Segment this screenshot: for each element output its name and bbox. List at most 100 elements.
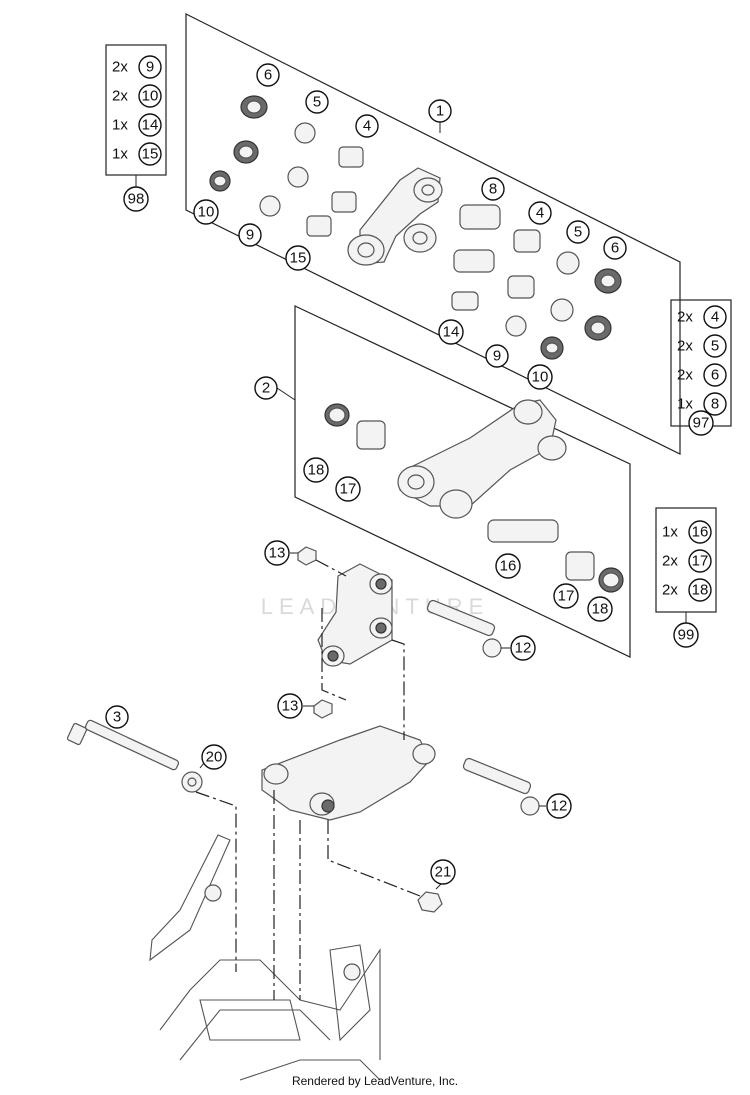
kit-qty: 2x bbox=[112, 59, 128, 76]
kit-number-circle bbox=[673, 622, 699, 648]
kit-1-panel bbox=[185, 13, 681, 455]
nut-13-upper bbox=[297, 546, 317, 566]
callout-9-left: 9 bbox=[238, 223, 262, 247]
kit-qty: 2x bbox=[662, 582, 678, 599]
footer-credit: Rendered by LeadVenture, Inc. bbox=[291, 1074, 459, 1088]
kit-part-circle bbox=[688, 578, 712, 602]
callout-15: 15 bbox=[285, 245, 311, 271]
kit-part-number: 15 bbox=[142, 146, 159, 163]
seal-18-left bbox=[324, 403, 350, 427]
kit-part-circle bbox=[138, 55, 162, 79]
svg-text:21: 21 bbox=[435, 864, 452, 881]
linkage-lever-assembled bbox=[317, 563, 393, 667]
kit-qty: 2x bbox=[677, 338, 693, 355]
kit-qty: 2x bbox=[112, 88, 128, 105]
seal-6-right-group bbox=[540, 268, 622, 360]
kit-part-circle bbox=[703, 334, 727, 358]
svg-text:4: 4 bbox=[536, 205, 544, 222]
svg-text:14: 14 bbox=[443, 324, 460, 341]
callout-20: 20 bbox=[201, 744, 227, 770]
kit-part-circle bbox=[138, 113, 162, 137]
seal-18-right bbox=[598, 567, 624, 593]
kit-part-number: 17 bbox=[692, 553, 709, 570]
callout-17-right: 17 bbox=[553, 583, 579, 609]
kit-part-circle bbox=[703, 363, 727, 387]
kit-part-number: 4 bbox=[711, 309, 719, 326]
bushing-17-right bbox=[565, 551, 595, 581]
svg-text:6: 6 bbox=[611, 240, 619, 257]
callout-1: 1 bbox=[428, 99, 452, 133]
callout-5-top: 5 bbox=[305, 90, 329, 114]
svg-text:5: 5 bbox=[574, 224, 582, 241]
callout-12-lower: 12 bbox=[546, 793, 572, 819]
callout-6-right: 6 bbox=[603, 236, 627, 260]
callout-5-right: 5 bbox=[566, 220, 590, 244]
svg-text:18: 18 bbox=[308, 462, 325, 479]
callout-2: 2 bbox=[254, 376, 296, 401]
svg-text:8: 8 bbox=[489, 181, 497, 198]
kit-part-number: 6 bbox=[711, 367, 719, 384]
svg-text:16: 16 bbox=[500, 558, 517, 575]
kit-97-list: 2x 4 2x 5 2x 6 1x 897 bbox=[677, 305, 727, 436]
svg-text:17: 17 bbox=[340, 481, 357, 498]
washer-20 bbox=[181, 771, 203, 793]
kit-part-number: 16 bbox=[692, 524, 709, 541]
svg-text:9: 9 bbox=[246, 227, 254, 244]
sleeve-16 bbox=[487, 519, 559, 543]
svg-text:18: 18 bbox=[592, 601, 609, 618]
frame-swingarm bbox=[149, 834, 381, 1081]
svg-text:10: 10 bbox=[532, 369, 549, 386]
nut-13-lower bbox=[313, 699, 333, 719]
nut-21 bbox=[417, 891, 443, 913]
svg-text:10: 10 bbox=[198, 204, 215, 221]
seal-6-left-group bbox=[209, 95, 268, 192]
svg-text:6: 6 bbox=[264, 67, 272, 84]
kit-qty: 1x bbox=[662, 524, 678, 541]
link-rod-kit-2 bbox=[397, 399, 567, 519]
bushings-left-group bbox=[306, 146, 364, 237]
bolt-12-lower bbox=[462, 757, 540, 816]
callout-14: 14 bbox=[438, 319, 464, 345]
washers-left-group bbox=[259, 122, 316, 217]
kit-qty: 2x bbox=[677, 309, 693, 326]
callout-6-top: 6 bbox=[256, 63, 280, 87]
bushing-17-left bbox=[356, 420, 386, 450]
callout-18-right: 18 bbox=[587, 596, 613, 622]
kit-number: 97 bbox=[693, 415, 710, 432]
svg-text:17: 17 bbox=[558, 588, 575, 605]
kit-qty: 1x bbox=[112, 146, 128, 163]
kit-part-circle bbox=[138, 142, 162, 166]
kit-qty: 2x bbox=[677, 367, 693, 384]
svg-text:1: 1 bbox=[436, 103, 444, 120]
svg-text:15: 15 bbox=[290, 250, 307, 267]
svg-text:13: 13 bbox=[282, 698, 299, 715]
callout-4-right: 4 bbox=[528, 201, 552, 225]
svg-text:20: 20 bbox=[206, 749, 223, 766]
kit-part-circle bbox=[703, 305, 727, 329]
bolt-3 bbox=[66, 719, 180, 771]
kit-part-circle bbox=[703, 392, 727, 416]
callout-9-right: 9 bbox=[485, 344, 509, 368]
callout-16: 16 bbox=[495, 553, 521, 579]
kit-part-number: 9 bbox=[146, 59, 154, 76]
kit-qty: 1x bbox=[677, 396, 693, 413]
kit-number-circle bbox=[123, 186, 149, 212]
svg-text:12: 12 bbox=[515, 640, 532, 657]
bushings-right-group bbox=[451, 204, 541, 311]
lever-link-kit-1 bbox=[347, 167, 443, 266]
kit-part-circle bbox=[138, 84, 162, 108]
kit-number-circle bbox=[688, 410, 714, 436]
callout-12-upper: 12 bbox=[510, 635, 536, 661]
callout-13-lower: 13 bbox=[277, 693, 303, 719]
svg-text:13: 13 bbox=[269, 545, 286, 562]
callout-21: 21 bbox=[430, 859, 456, 885]
link-rod-assembled bbox=[261, 725, 436, 821]
svg-text:5: 5 bbox=[313, 94, 321, 111]
alignment-lines bbox=[195, 559, 421, 1000]
kit-number: 99 bbox=[678, 627, 695, 644]
svg-text:12: 12 bbox=[551, 798, 568, 815]
kit-part-number: 8 bbox=[711, 396, 719, 413]
kit-part-number: 5 bbox=[711, 338, 719, 355]
